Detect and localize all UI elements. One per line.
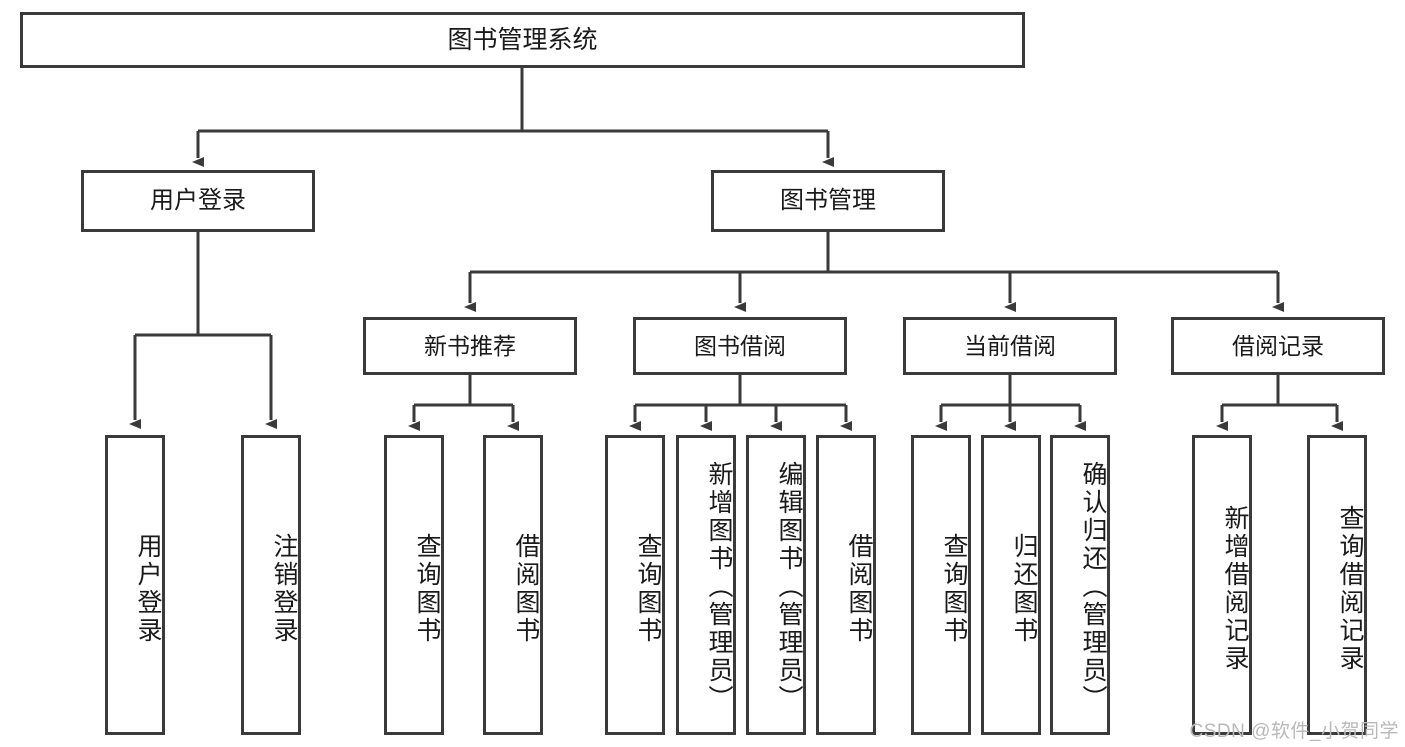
node-new-book-recommend[interactable]: 新书推荐: [363, 317, 577, 375]
leaf-book-borrow-query-book[interactable]: 查询图书: [605, 435, 665, 735]
leaf-label: 编辑图书（管理员）: [775, 461, 803, 713]
node-label: 借阅记录: [1232, 332, 1324, 359]
leaf-label: 新增图书（管理员）: [705, 461, 733, 713]
node-label: 图书管理系统: [447, 25, 598, 54]
leaf-new-book-query-book[interactable]: 查询图书: [384, 435, 444, 735]
leaf-label: 借阅图书: [512, 533, 540, 645]
leaf-label: 确认归还（管理员）: [1079, 461, 1107, 713]
node-label: 图书管理: [780, 187, 876, 215]
leaf-label: 注销登录: [270, 533, 298, 645]
leaf-label: 新增借阅记录: [1221, 505, 1249, 673]
leaf-label: 查询图书: [413, 533, 441, 645]
leaf-label: 借阅图书: [845, 533, 873, 645]
node-label: 当前借阅: [964, 332, 1056, 359]
node-borrow-records[interactable]: 借阅记录: [1171, 317, 1385, 375]
leaf-current-borrow-query-book[interactable]: 查询图书: [911, 435, 971, 735]
leaf-borrow-records-add-record[interactable]: 新增借阅记录: [1192, 435, 1252, 735]
node-label: 图书借阅: [694, 332, 786, 359]
leaf-label: 用户登录: [134, 533, 162, 645]
node-root-book-management-system[interactable]: 图书管理系统: [20, 12, 1025, 68]
node-label: 新书推荐: [424, 332, 516, 359]
leaf-book-borrow-edit-book-admin[interactable]: 编辑图书（管理员）: [746, 435, 806, 735]
leaf-book-borrow-borrow-book[interactable]: 借阅图书: [816, 435, 876, 735]
leaf-book-borrow-add-book-admin[interactable]: 新增图书（管理员）: [676, 435, 736, 735]
leaf-user-login-login[interactable]: 用户登录: [105, 435, 165, 735]
leaf-new-book-borrow-book[interactable]: 借阅图书: [483, 435, 543, 735]
node-book-management[interactable]: 图书管理: [711, 170, 945, 232]
node-book-borrow[interactable]: 图书借阅: [633, 317, 847, 375]
leaf-label: 查询借阅记录: [1336, 505, 1364, 673]
leaf-label: 归还图书: [1010, 533, 1038, 645]
leaf-label: 查询图书: [634, 533, 662, 645]
leaf-current-borrow-return-book[interactable]: 归还图书: [981, 435, 1041, 735]
leaf-borrow-records-query-record[interactable]: 查询借阅记录: [1307, 435, 1367, 735]
leaf-current-borrow-confirm-return-admin[interactable]: 确认归还（管理员）: [1050, 435, 1110, 735]
node-label: 用户登录: [150, 187, 246, 215]
node-user-login[interactable]: 用户登录: [81, 170, 315, 232]
leaf-user-login-logout[interactable]: 注销登录: [241, 435, 301, 735]
node-current-borrow[interactable]: 当前借阅: [903, 317, 1117, 375]
leaf-label: 查询图书: [940, 533, 968, 645]
